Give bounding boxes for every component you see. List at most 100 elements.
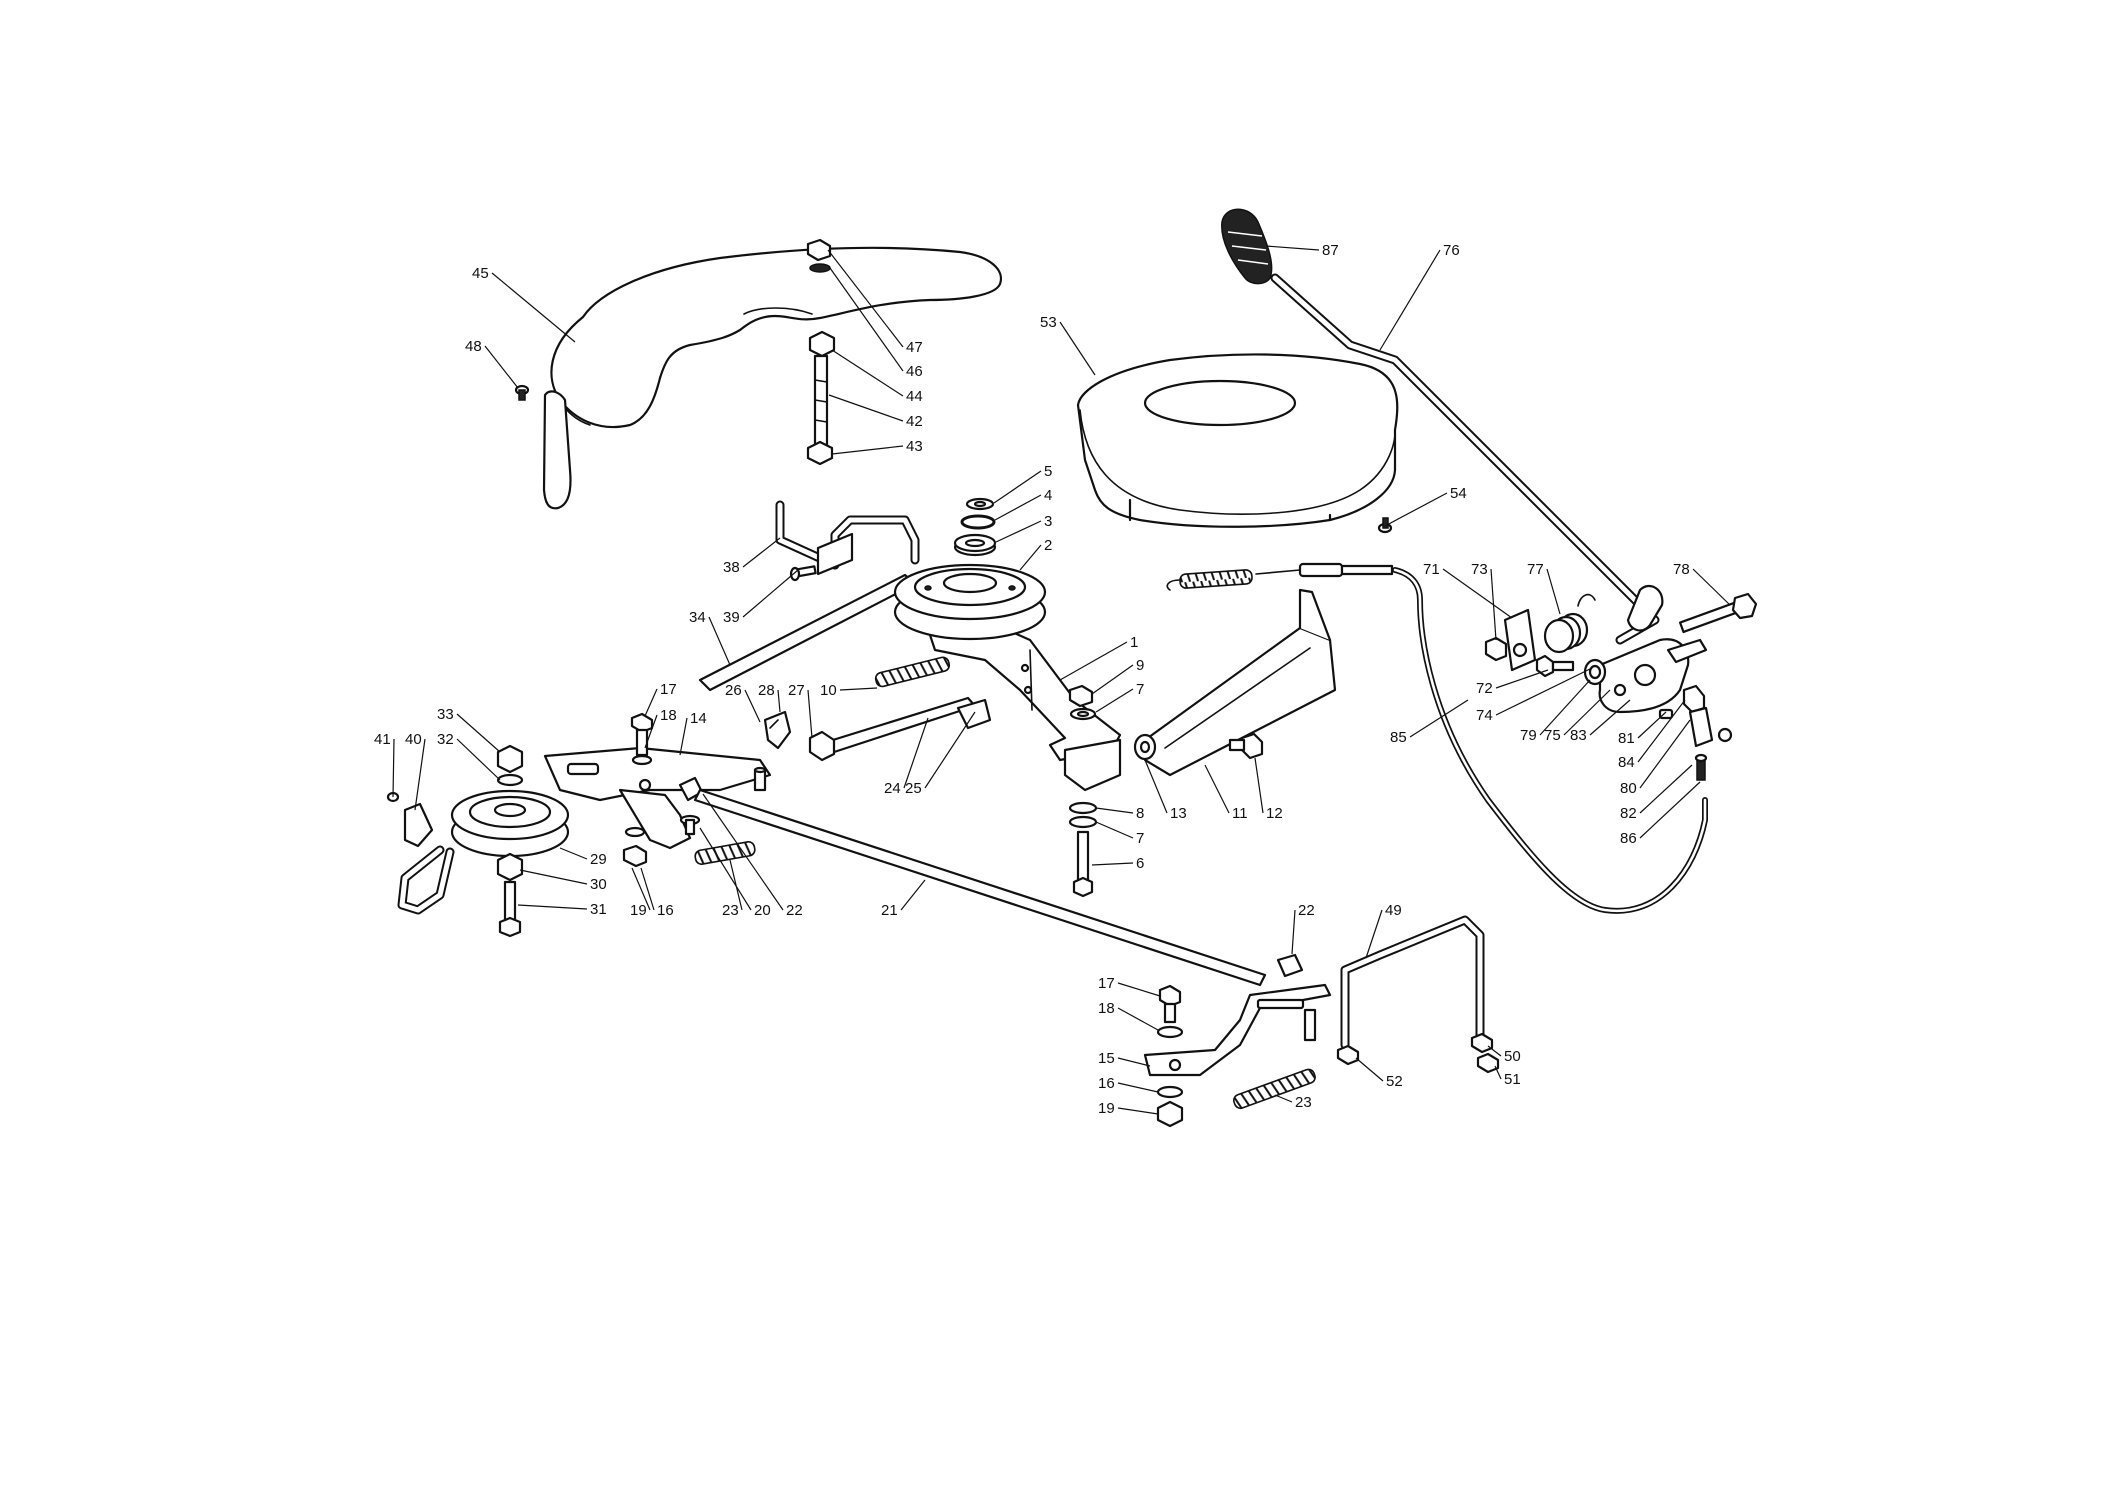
callout-label-45: 45 <box>472 265 489 282</box>
callout-leader-18 <box>1117 1007 1159 1031</box>
callout-label-30: 30 <box>590 876 607 893</box>
callout-leader-25 <box>924 711 976 789</box>
idler-pulley-2 <box>893 563 1047 641</box>
pivot-bushing-79 <box>1583 658 1607 686</box>
callout-leader-38 <box>742 537 781 568</box>
callout-leader-48 <box>484 345 519 389</box>
callout-label-20: 20 <box>754 902 771 919</box>
callout-label-74: 74 <box>1476 707 1493 724</box>
callout-leader-1 <box>1059 641 1128 681</box>
callout-label-41: 41 <box>374 731 391 748</box>
washer-20 <box>679 814 701 836</box>
callout-leader-54 <box>1384 492 1448 527</box>
belt-guard-top <box>542 246 1003 510</box>
callout-label-76: 76 <box>1443 242 1460 259</box>
callout-label-26: 26 <box>725 682 742 699</box>
callout-label-87: 87 <box>1322 242 1339 259</box>
callout-label-78: 78 <box>1673 561 1690 578</box>
connecting-rod-21 <box>693 788 1267 987</box>
callout-leader-43 <box>831 445 904 455</box>
callout-label-49: 49 <box>1385 902 1402 919</box>
nut-52 <box>1336 1044 1360 1066</box>
callout-leader-17 <box>1117 982 1161 997</box>
callout-leader-41 <box>392 738 395 798</box>
bracket-washer-16 <box>1156 1085 1184 1099</box>
callout-leader-49 <box>1365 909 1383 959</box>
belt-guide-38 <box>775 500 920 576</box>
callout-label-18: 18 <box>1098 1000 1115 1017</box>
callout-leader-3 <box>995 520 1042 543</box>
callout-leader-22 <box>702 793 784 911</box>
callout-leader-10 <box>839 687 878 691</box>
callout-leader-86 <box>1639 781 1701 839</box>
callout-label-34: 34 <box>689 609 706 626</box>
callout-leader-4 <box>994 494 1042 521</box>
callout-label-6: 6 <box>1136 855 1144 872</box>
callout-label-43: 43 <box>906 438 923 455</box>
callout-label-72: 72 <box>1476 680 1493 697</box>
guard-screw-48 <box>514 384 530 401</box>
pivot-bolt-78 <box>1678 592 1758 634</box>
callout-label-54: 54 <box>1450 485 1467 502</box>
callout-label-39: 39 <box>723 609 740 626</box>
belt-guide-40 <box>397 802 455 915</box>
callout-leader-83 <box>1589 699 1631 736</box>
callout-leader-87 <box>1265 245 1320 251</box>
idler-bolt-6 <box>1072 830 1094 898</box>
callout-leader-5 <box>993 470 1042 504</box>
callout-leader-79 <box>1539 679 1591 736</box>
callout-leader-45 <box>491 272 576 343</box>
bearing-3 <box>953 533 997 557</box>
nut-51 <box>1476 1052 1500 1074</box>
callout-leader-82 <box>1639 764 1693 814</box>
pulley-washer-32 <box>496 773 524 787</box>
tension-rod-24 <box>818 696 992 756</box>
callout-label-27: 27 <box>788 682 805 699</box>
callout-label-16: 16 <box>657 902 674 919</box>
callout-label-5: 5 <box>1044 463 1052 480</box>
bracket-15 <box>1143 983 1332 1077</box>
callout-label-40: 40 <box>405 731 422 748</box>
callout-leader-23 <box>729 859 743 911</box>
callout-leader-16 <box>1117 1082 1159 1093</box>
callout-leader-13 <box>1144 759 1168 814</box>
clevis-28 <box>763 710 792 750</box>
idler-arm-1 <box>928 618 1122 792</box>
engagement-cable <box>1255 562 1708 914</box>
callout-leader-73 <box>1490 568 1497 641</box>
adjuster-27 <box>808 730 836 762</box>
callout-leader-74 <box>1495 667 1593 716</box>
pivot-parts-80-84 <box>1658 684 1733 748</box>
callout-leader-39 <box>742 569 799 618</box>
callout-leader-52 <box>1355 1057 1384 1082</box>
callout-leader-6 <box>1091 862 1134 866</box>
callout-leader-46 <box>829 267 904 372</box>
callout-leader-9 <box>1091 664 1134 695</box>
clip-22-right <box>1276 953 1304 978</box>
callout-label-50: 50 <box>1504 1048 1521 1065</box>
callout-label-19: 19 <box>630 902 647 919</box>
callout-label-17: 17 <box>660 681 677 698</box>
callout-label-46: 46 <box>906 363 923 380</box>
callout-leader-51 <box>1494 1065 1502 1080</box>
cover-screw-54 <box>1377 517 1393 534</box>
pivot-plate-83 <box>1598 638 1708 714</box>
callout-label-23: 23 <box>722 902 739 919</box>
lever-knob <box>1221 208 1273 285</box>
callout-label-81: 81 <box>1618 730 1635 747</box>
cable-spring-top <box>1166 569 1253 591</box>
callout-label-17: 17 <box>1098 975 1115 992</box>
callout-leader-30 <box>519 869 588 885</box>
callout-label-32: 32 <box>437 731 454 748</box>
callout-label-47: 47 <box>906 339 923 356</box>
callout-label-18: 18 <box>660 707 677 724</box>
callout-leader-24 <box>903 717 929 789</box>
callout-label-38: 38 <box>723 559 740 576</box>
callout-leader-84 <box>1637 699 1686 763</box>
callout-leader-21 <box>900 879 926 911</box>
callout-leader-34 <box>708 616 731 666</box>
idler-nut-9 <box>1068 684 1094 708</box>
callout-label-11: 11 <box>1232 805 1248 822</box>
callout-leader-28 <box>777 689 781 713</box>
callout-leader-11 <box>1204 764 1230 814</box>
